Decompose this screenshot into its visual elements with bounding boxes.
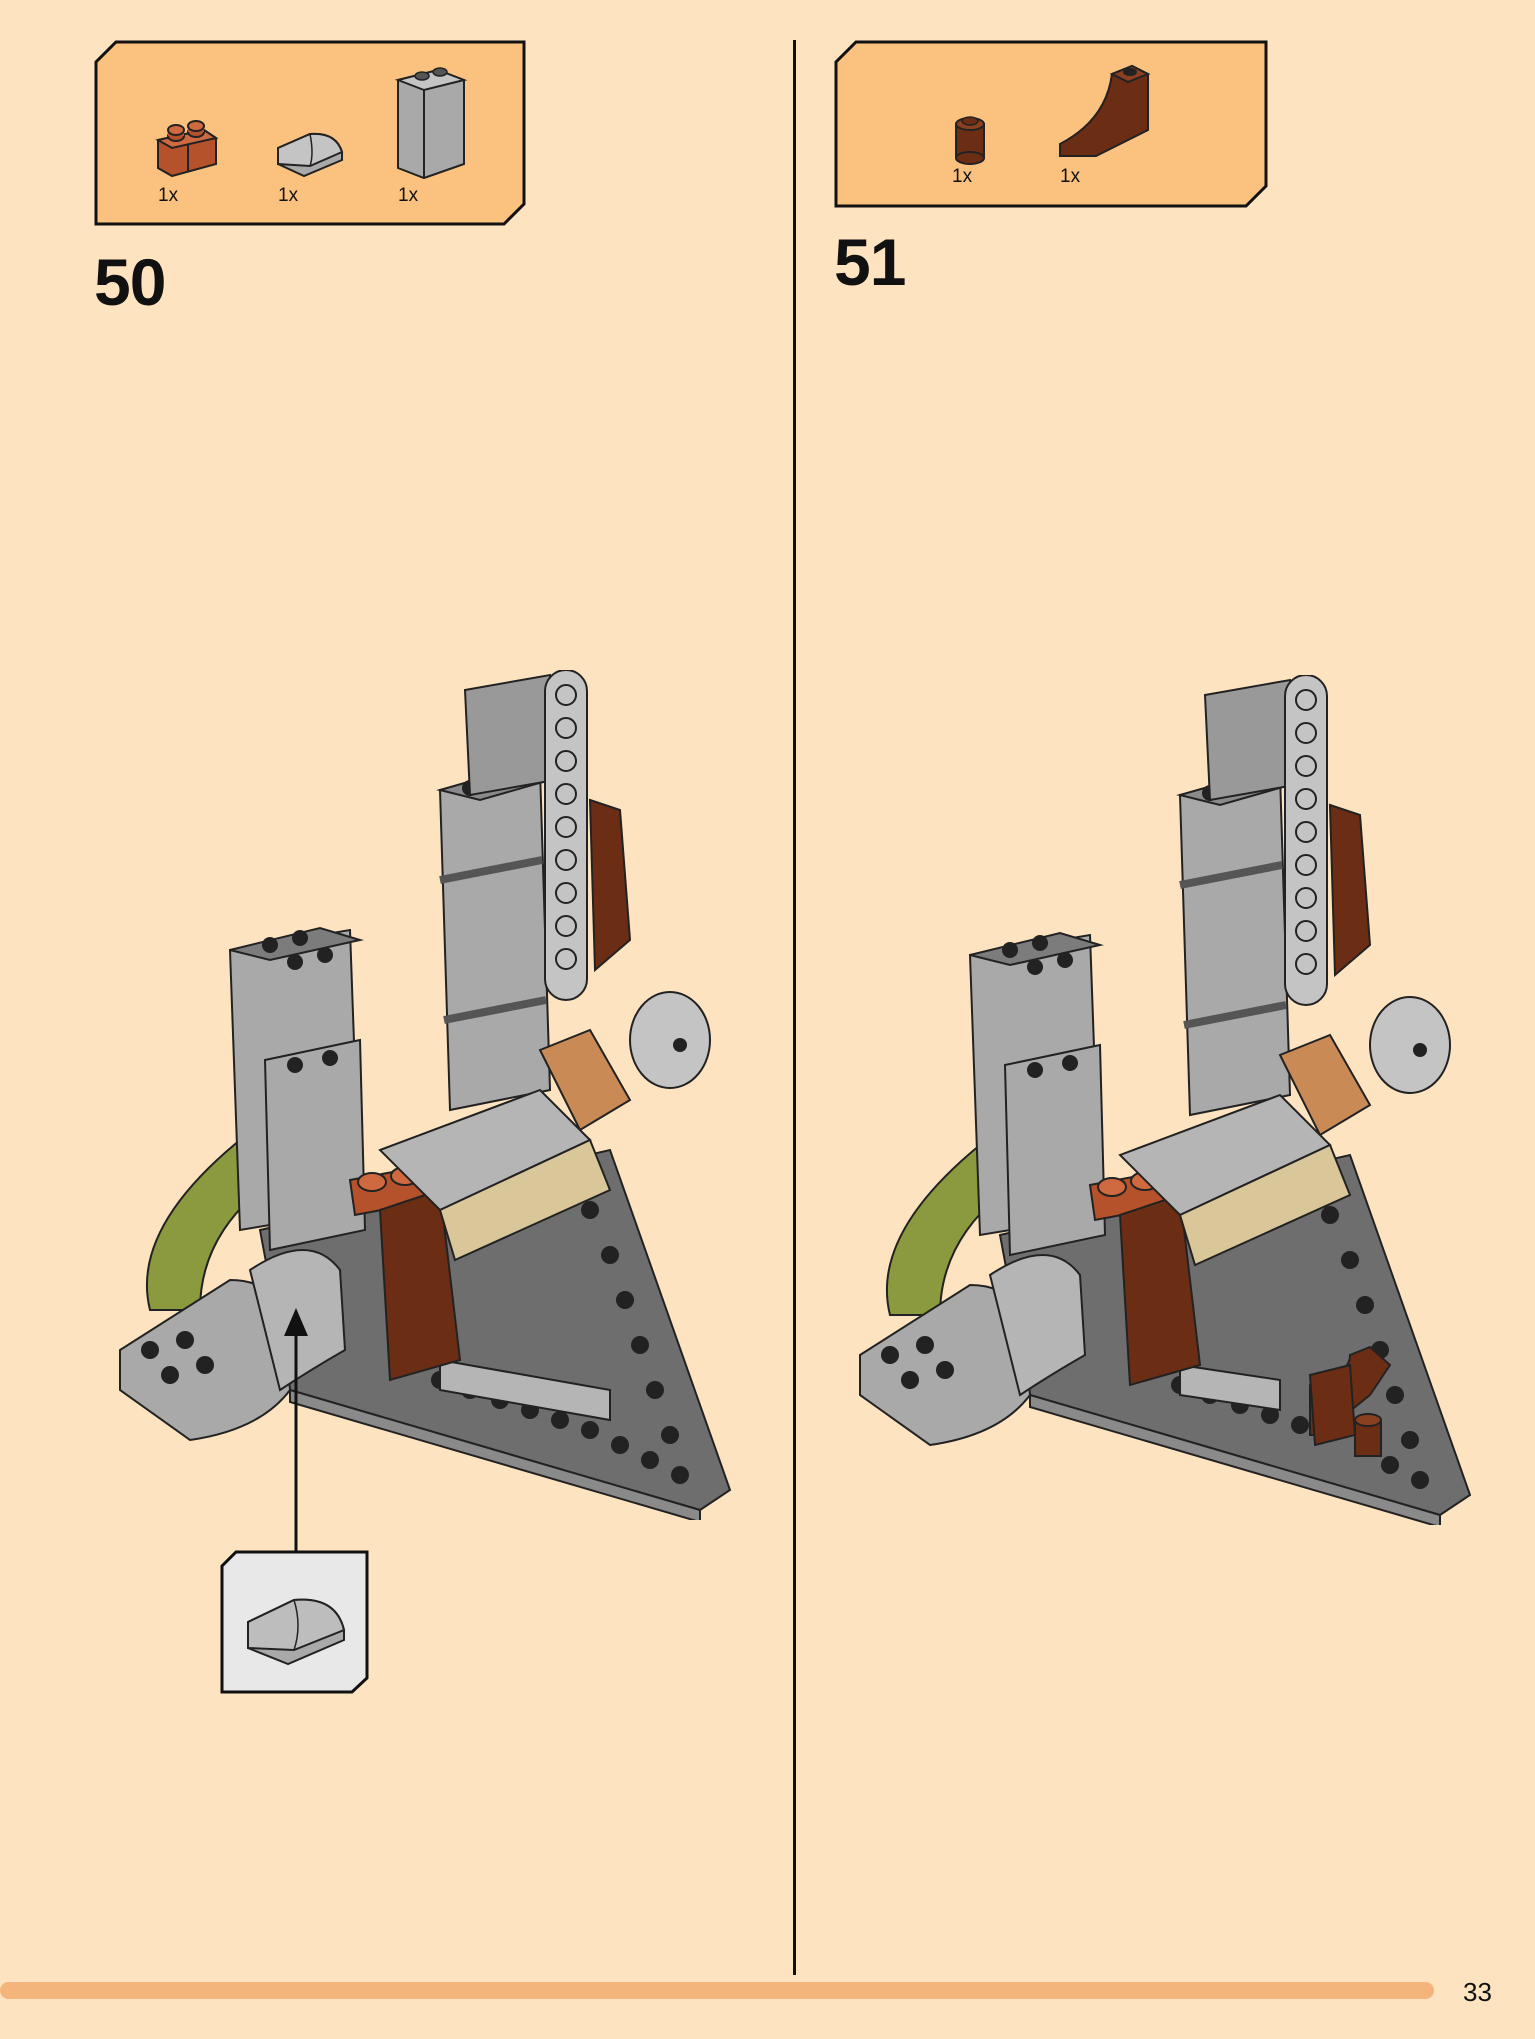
brown-round-plate-icon — [952, 112, 988, 171]
grey-brick-1x2x2-icon — [394, 58, 468, 189]
grey-curved-slope-icon — [242, 1578, 350, 1675]
model-illustration-step-50 — [110, 669, 750, 1525]
grey-curved-slope-icon — [274, 118, 346, 185]
model-illustration-step-51 — [850, 674, 1490, 1530]
parts-list-step-50: 1x 1x 1x — [94, 40, 526, 226]
part-qty: 1x — [952, 166, 973, 187]
callout-box-step-50 — [220, 1550, 370, 1699]
part-qty: 1x — [278, 185, 299, 206]
page-number: 33 — [1463, 1977, 1492, 2007]
reddish-brick-1x2-icon — [154, 120, 220, 185]
progress-bar — [0, 1982, 1434, 1999]
step-divider — [793, 40, 796, 1975]
part-qty: 1x — [398, 185, 419, 206]
parts-list-step-51: 1x 1x — [834, 40, 1268, 208]
step-number: 51 — [834, 225, 906, 299]
placement-arrow — [284, 1308, 308, 1563]
step-number: 50 — [94, 245, 166, 319]
part-qty: 1x — [1060, 166, 1081, 187]
brown-arch-slope-icon — [1056, 60, 1154, 169]
part-qty: 1x — [158, 185, 179, 206]
